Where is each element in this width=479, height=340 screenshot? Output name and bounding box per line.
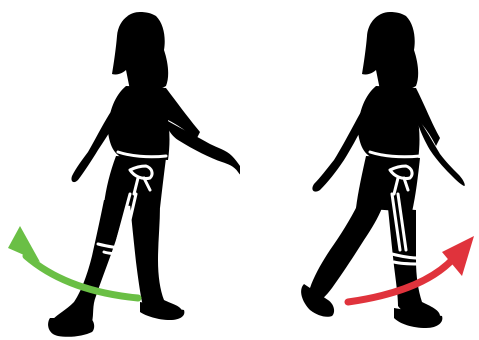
left-walker-head (112, 12, 168, 92)
right-walker-hips (356, 156, 420, 212)
right-walker-head (362, 12, 418, 92)
right-swing-arrow-head-icon (442, 236, 474, 276)
right-walker-svg (240, 0, 479, 340)
right-walker-torso (358, 86, 440, 160)
panel-left-walker (0, 0, 240, 340)
right-walker-silhouette (301, 12, 465, 328)
right-walker-back-leg (309, 204, 382, 304)
right-walker-front-arm (418, 118, 465, 186)
left-walker-front-arm (166, 120, 240, 177)
left-walker-back-foot (48, 318, 94, 337)
left-walker-svg (0, 0, 240, 340)
left-walker-torso (108, 86, 200, 160)
panel-right-walker (240, 0, 479, 340)
left-walker-back-leg (52, 200, 126, 330)
right-walker-back-arm (312, 110, 368, 192)
